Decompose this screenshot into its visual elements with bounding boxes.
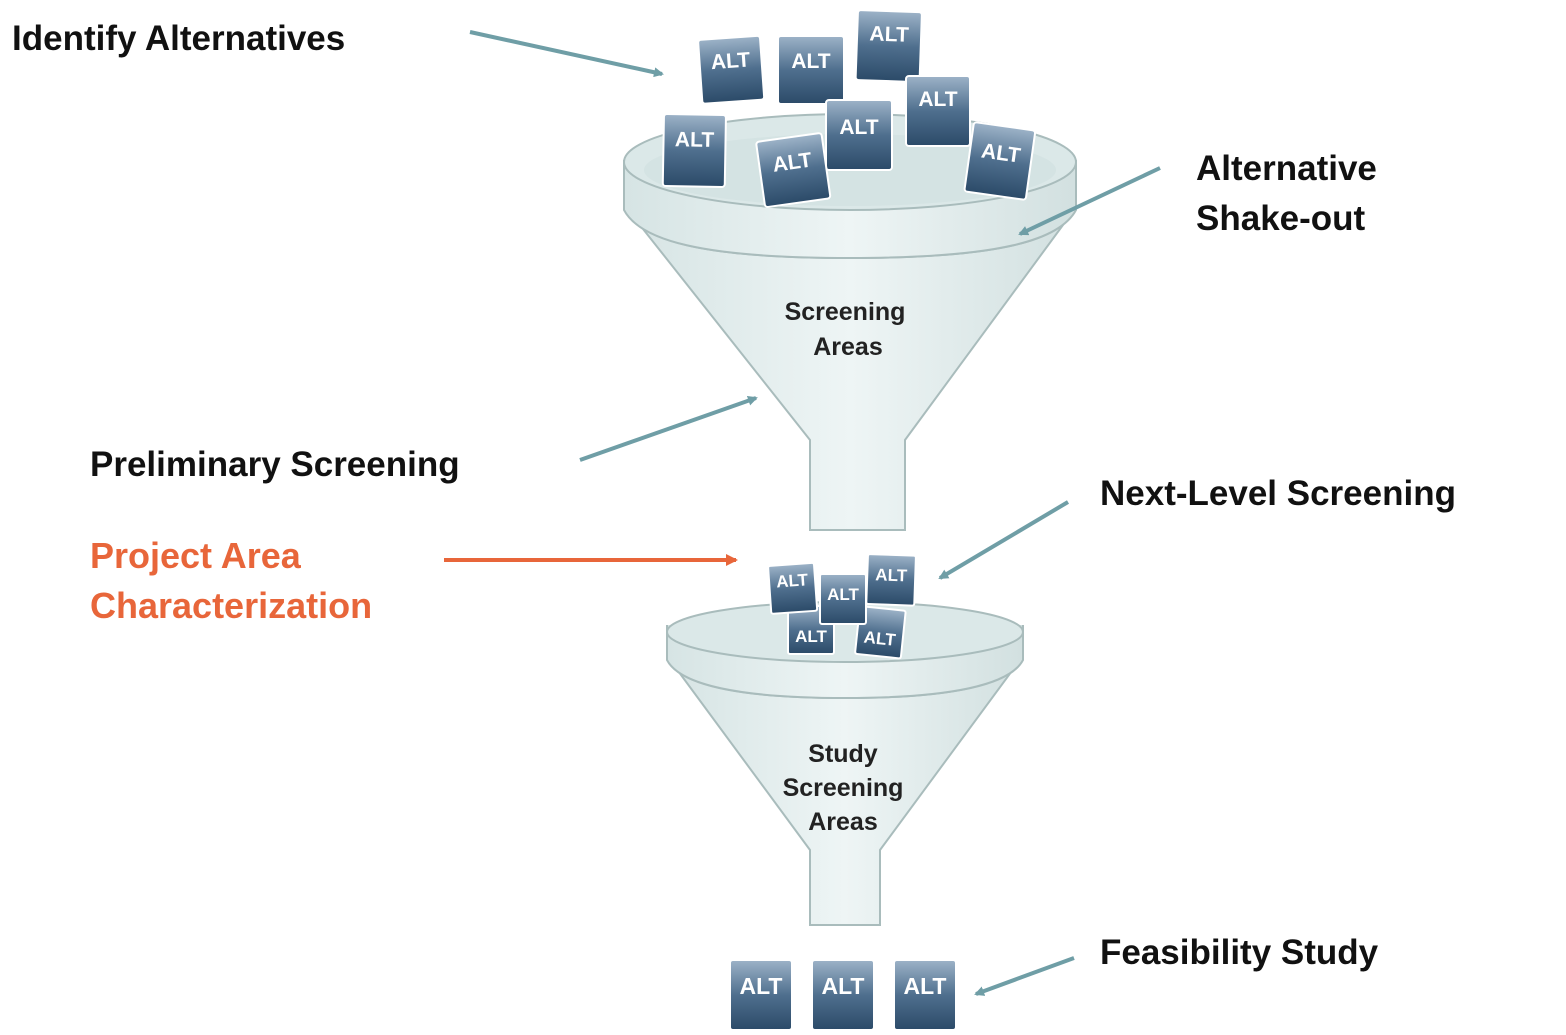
alt-card-text: ALT — [675, 128, 715, 152]
top-funnel-label-2: Areas — [813, 333, 883, 361]
bottom-funnel: Study Screening Areas — [666, 601, 1024, 926]
alt-card-text: ALT — [821, 973, 864, 999]
bottom-funnel-label-1: Study — [808, 740, 878, 768]
alt-card: ALT — [777, 35, 845, 105]
alt-card: ALT — [865, 553, 917, 607]
identify-arrow — [469, 30, 664, 78]
project-label-2: Characterization — [90, 585, 372, 626]
alt-card-text: ALT — [980, 139, 1022, 167]
alt-card-text: ALT — [795, 627, 827, 646]
middle-alt-cards: ALT ALT ALT ALT ALT — [767, 553, 917, 660]
alt-card-text: ALT — [863, 628, 897, 650]
alt-card-text: ALT — [875, 565, 908, 585]
next-level-label: Next-Level Screening — [1100, 474, 1456, 513]
alt-card: ALT — [811, 959, 875, 1031]
top-funnel-label-1: Screening — [785, 298, 906, 326]
alt-card: ALT — [963, 121, 1037, 201]
alt-card: ALT — [905, 75, 971, 147]
bottom-alt-cards: ALT ALT ALT — [729, 959, 957, 1031]
alt-card: ALT — [767, 561, 819, 615]
alt-card: ALT — [729, 959, 793, 1031]
identify-label: Identify Alternatives — [12, 19, 345, 58]
alt-card-text: ALT — [869, 22, 909, 46]
shakeout-arrow — [1018, 166, 1161, 236]
top-alt-cards: ALT ALT ALT ALT ALT ALT ALT ALT — [661, 9, 1037, 208]
alt-card: ALT — [854, 9, 923, 84]
alt-card: ALT — [697, 34, 766, 105]
alt-card: ALT — [661, 113, 727, 189]
alt-card: ALT — [854, 605, 907, 660]
bottom-funnel-label-3: Areas — [808, 808, 878, 836]
feasibility-label: Feasibility Study — [1100, 933, 1379, 972]
alt-card-text: ALT — [791, 50, 830, 73]
alt-card: ALT — [819, 573, 867, 625]
preliminary-label: Preliminary Screening — [90, 445, 460, 484]
project-label-1: Project Area — [90, 535, 302, 576]
alt-card: ALT — [755, 132, 832, 208]
bottom-funnel-label-2: Screening — [783, 774, 904, 802]
shakeout-label-1: Alternative — [1196, 149, 1377, 188]
alt-card-text: ALT — [710, 48, 751, 74]
preliminary-arrow — [579, 395, 758, 462]
alt-card-text: ALT — [739, 973, 782, 999]
next-level-arrow — [938, 500, 1070, 580]
feasibility-arrow — [974, 956, 1075, 996]
alt-card-text: ALT — [827, 585, 859, 604]
alt-card: ALT — [893, 959, 957, 1031]
alt-card-text: ALT — [918, 88, 957, 111]
alt-card-text: ALT — [771, 149, 813, 177]
alt-card-text: ALT — [776, 570, 810, 591]
shakeout-label-2: Shake-out — [1196, 199, 1366, 238]
alt-card: ALT — [825, 99, 893, 171]
alt-card-text: ALT — [839, 116, 878, 139]
alt-card-text: ALT — [903, 973, 946, 999]
